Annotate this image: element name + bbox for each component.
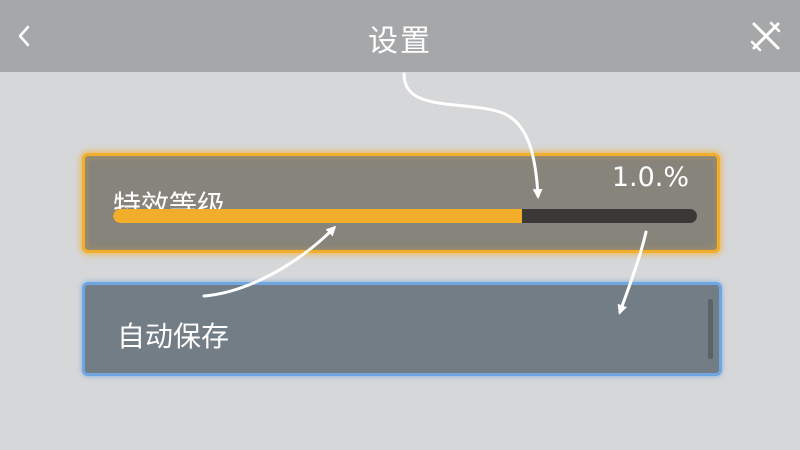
auto-save-toggle[interactable]: 自动保存 <box>82 282 722 376</box>
crossed-swords-icon <box>750 21 781 52</box>
effect-level-value: 1.0.% <box>611 162 689 193</box>
scroll-thumb <box>708 299 713 359</box>
chevron-left-icon <box>18 25 30 47</box>
header-bar: 设置 <box>0 0 800 72</box>
effect-level-slider-fill <box>113 209 522 223</box>
auto-save-label: 自动保存 <box>117 320 230 353</box>
page-title: 设置 <box>368 24 432 59</box>
effect-level-slider[interactable] <box>113 209 697 223</box>
effect-level-panel: 特效等级 1.0.% <box>82 153 720 253</box>
back-button[interactable] <box>12 16 36 56</box>
close-button[interactable] <box>746 16 786 56</box>
